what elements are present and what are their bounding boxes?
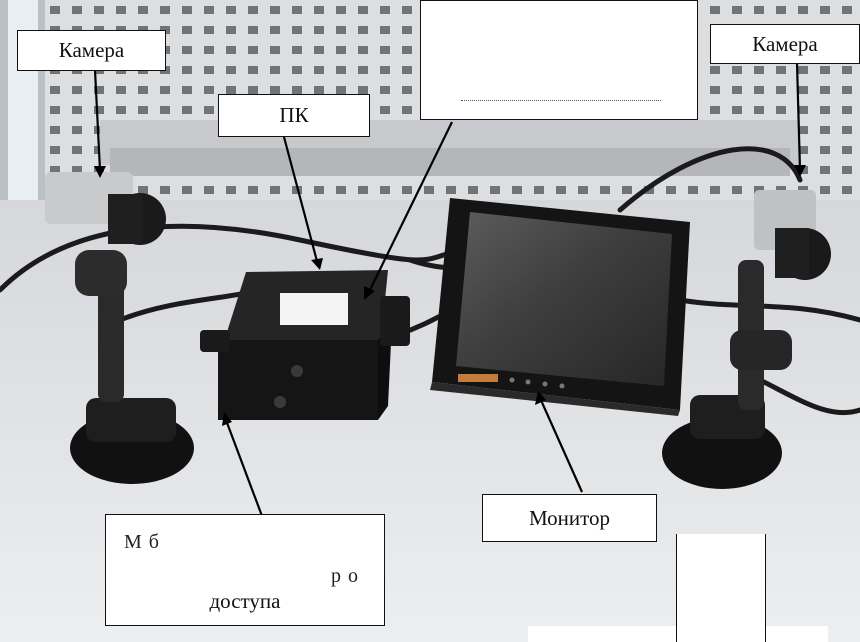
access-module-line2: р о bbox=[331, 565, 359, 587]
monitor-label: Монитор bbox=[482, 494, 657, 542]
access-module-label-text: доступа bbox=[209, 588, 281, 613]
monitor-label-text: Монитор bbox=[528, 505, 611, 530]
right-camera bbox=[662, 190, 831, 489]
pointer-lines bbox=[93, 62, 806, 517]
redacted-label-box bbox=[420, 0, 698, 120]
access-module-label: М б р о доступа bbox=[105, 514, 385, 626]
access-module-line1: М б bbox=[124, 531, 160, 553]
redacted-scribble bbox=[461, 99, 661, 101]
pc-label-text: ПК bbox=[279, 103, 309, 128]
camera-left-label-text: Камера bbox=[58, 38, 125, 63]
camera-left-label: Камера bbox=[17, 30, 166, 71]
monitor bbox=[430, 198, 690, 416]
white-block-right bbox=[676, 534, 766, 642]
pc-box bbox=[200, 270, 410, 420]
left-camera bbox=[45, 172, 194, 484]
camera-right-label: Камера bbox=[710, 24, 860, 64]
camera-right-label-text: Камера bbox=[752, 31, 818, 56]
pc-label: ПК bbox=[218, 94, 370, 137]
